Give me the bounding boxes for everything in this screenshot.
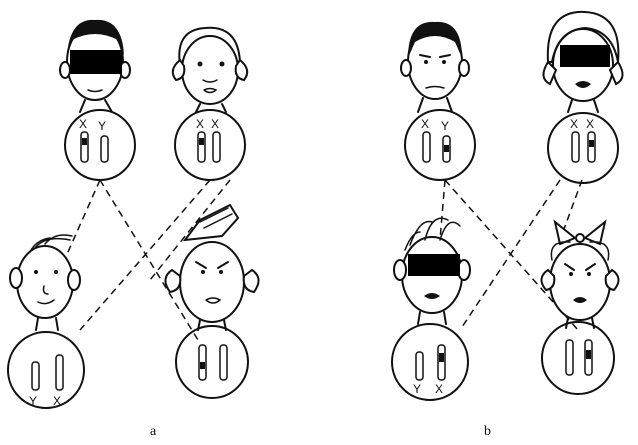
mother-b (542, 10, 624, 113)
chromosome-label: X (79, 117, 87, 131)
face-censor-bar (560, 45, 610, 67)
chromosome-label: Y (413, 382, 421, 396)
chromosome-label: X (435, 382, 443, 396)
face-censor-bar (70, 50, 122, 74)
chromosome-circle-son-b: Y X (391, 323, 469, 401)
mother-a (171, 26, 249, 113)
panel-label-a: a (150, 424, 157, 439)
chromosome-label: X (196, 117, 204, 131)
chromosome-circle-father-b: X Y (404, 109, 476, 181)
daughter-a (164, 203, 260, 331)
chromosome-circle-son-a: Y X (7, 331, 85, 409)
chromosome-circle-daughter-b (541, 321, 615, 395)
chromosome-label: X (570, 117, 578, 131)
chromosome-label: X (421, 117, 429, 131)
chromosome-label: X (586, 117, 594, 131)
chromosome-circle-mother-a: X X (174, 109, 246, 181)
chromosome-circle-daughter-a (175, 325, 249, 399)
father-a (59, 19, 131, 113)
son-a (9, 234, 81, 331)
chromosome-circle-mother-b: X X (547, 112, 619, 184)
chromosome-label: X (53, 394, 61, 408)
chromosome-label: Y (441, 119, 449, 133)
daughter-b (540, 219, 620, 329)
chromosome-label: Y (98, 119, 106, 133)
chromosome-label: X (211, 117, 219, 131)
chromosome-label: Y (29, 394, 37, 408)
son-b (393, 217, 471, 325)
father-b (400, 21, 470, 113)
face-censor-bar (408, 254, 460, 276)
panel-label-b: b (484, 424, 491, 439)
chromosome-circle-father-a: X Y (64, 109, 136, 181)
